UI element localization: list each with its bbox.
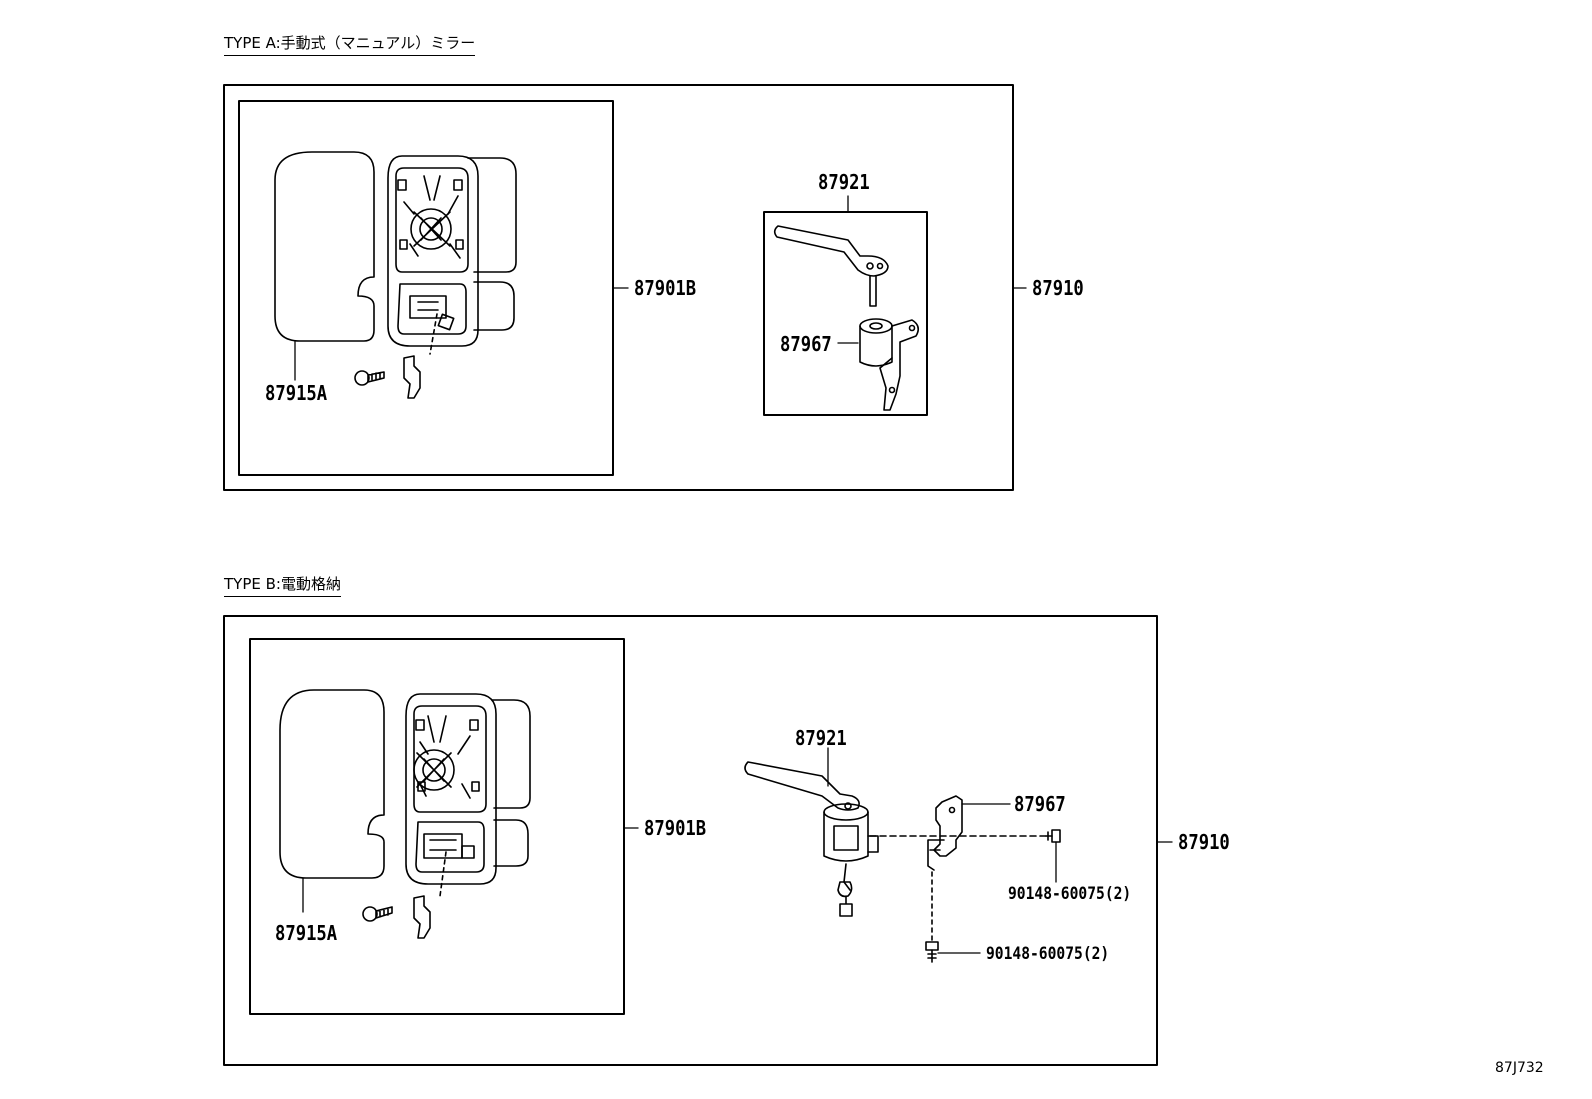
type-a-label-assy: 87910	[1032, 276, 1084, 300]
type-a-stay-arm	[773, 225, 889, 307]
type-a-bolt	[354, 370, 385, 386]
type-a-mirror-glass	[274, 151, 375, 342]
type-b-section	[223, 615, 1173, 1066]
type-a-label-glass: 87915A	[265, 381, 328, 405]
illustration-id: 87J732	[1495, 1060, 1544, 1076]
type-a-pivot-base	[859, 318, 920, 411]
type-b-motor-unit	[823, 803, 879, 917]
type-b-label-assy: 87910	[1178, 830, 1230, 854]
type-b-label-subassy: 87901B	[644, 816, 707, 840]
type-a-guide-line	[429, 313, 438, 355]
type-a-caption: TYPE A:手動式（マニュアル）ミラー	[224, 34, 476, 56]
type-b-motor-bracket	[927, 795, 963, 871]
type-b-screw-lower	[925, 941, 939, 963]
type-b-caption: TYPE B:電動格納	[224, 575, 341, 597]
type-b-subassembly-frame	[249, 638, 625, 1015]
type-b-mirror-housing	[405, 693, 531, 885]
type-b-label-screw-lower: 90148-60075(2)	[986, 944, 1110, 964]
type-a-clip	[403, 355, 421, 399]
type-a-label-bracket: 87921	[818, 170, 870, 194]
type-b-clip	[413, 895, 431, 939]
type-b-label-motor: 87967	[1014, 792, 1066, 816]
type-a-subassembly-frame	[238, 100, 614, 476]
type-b-stay-arm	[744, 761, 860, 811]
type-b-assembly-frame	[223, 615, 1158, 1066]
type-b-label-screw-upper: 90148-60075(2)	[1008, 884, 1132, 904]
type-b-screw-upper	[1045, 829, 1061, 843]
type-b-label-bracket: 87921	[795, 726, 847, 750]
type-b-guide-line	[439, 851, 447, 897]
type-b-mirror-glass	[279, 689, 385, 879]
type-b-label-glass: 87915A	[275, 921, 338, 945]
type-b-bolt	[362, 906, 393, 922]
type-a-label-motor: 87967	[780, 332, 832, 356]
type-a-bracket-box	[763, 211, 928, 416]
type-a-mirror-housing	[387, 155, 517, 347]
type-a-section	[223, 84, 1027, 491]
type-a-label-subassy: 87901B	[634, 276, 697, 300]
